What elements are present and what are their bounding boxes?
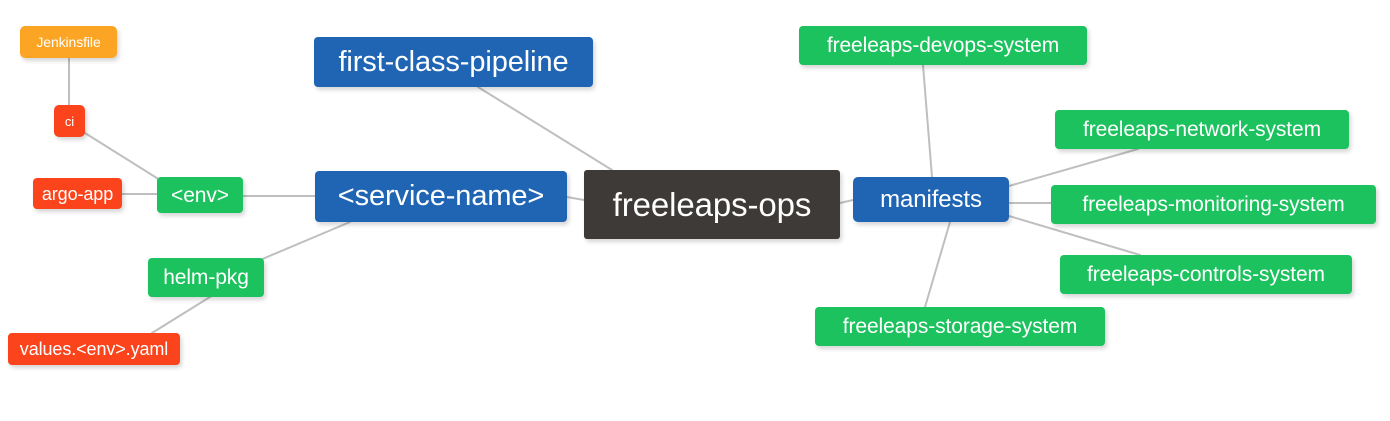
mindmap-node-label: freeleaps-devops-system [826,34,1060,57]
mindmap-node-label: argo-app [41,183,114,204]
edge-service-name-to-freeleaps-ops [566,196,585,201]
mindmap-node-label: Jenkinsfile [36,34,101,50]
mindmap-node-service-name[interactable]: <service-name> [315,171,567,222]
edge-first-class-pipeline-to-freeleaps-ops [477,86,613,171]
mindmap-node-label: freeleaps-storage-system [842,315,1078,338]
edge-freeleaps-ops-to-manifests [839,199,854,204]
mindmap-node-argo-app[interactable]: argo-app [33,178,122,209]
mindmap-node-ci[interactable]: ci [54,105,85,137]
mindmap-node-helm-pkg[interactable]: helm-pkg [148,258,264,297]
mindmap-node-label: values.<env>.yaml [19,339,169,359]
mindmap-node-label: <env> [171,183,229,207]
mindmap-node-jenkinsfile[interactable]: Jenkinsfile [20,26,117,58]
edge-manifests-to-freeleaps-devops-system [922,64,933,178]
mindmap-node-freeleaps-ops[interactable]: freeleaps-ops [584,170,840,239]
mindmap-node-env[interactable]: <env> [157,177,243,213]
edge-manifests-to-freeleaps-network-system [1008,148,1139,187]
edge-ci-to-env [84,132,161,181]
mindmap-node-freeleaps-network-system[interactable]: freeleaps-network-system [1055,110,1349,149]
mindmap-node-label: ci [64,113,75,129]
mindmap-node-label: freeleaps-monitoring-system [1082,193,1345,216]
edge-manifests-to-freeleaps-storage-system [924,221,951,308]
mindmap-node-freeleaps-devops-system[interactable]: freeleaps-devops-system [799,26,1087,65]
mindmap-node-label: helm-pkg [163,266,249,289]
mindmap-node-values-yaml[interactable]: values.<env>.yaml [8,333,180,365]
mindmap-node-freeleaps-monitoring-system[interactable]: freeleaps-monitoring-system [1051,185,1376,224]
mindmap-node-label: manifests [880,185,982,213]
mindmap-node-label: <service-name> [337,180,545,212]
mindmap-node-manifests[interactable]: manifests [853,177,1009,222]
mindmap-node-label: freeleaps-network-system [1082,118,1321,141]
edge-helm-pkg-to-service-name [259,221,351,261]
mindmap-node-freeleaps-storage-system[interactable]: freeleaps-storage-system [815,307,1105,346]
mindmap-node-first-class-pipeline[interactable]: first-class-pipeline [314,37,593,87]
mindmap-node-freeleaps-controls-system[interactable]: freeleaps-controls-system [1060,255,1352,294]
edge-values-yaml-to-helm-pkg [151,291,219,334]
mindmap-node-label: first-class-pipeline [338,45,569,78]
mindmap-node-label: freeleaps-controls-system [1087,263,1325,286]
mindmap-node-label: freeleaps-ops [612,186,812,223]
